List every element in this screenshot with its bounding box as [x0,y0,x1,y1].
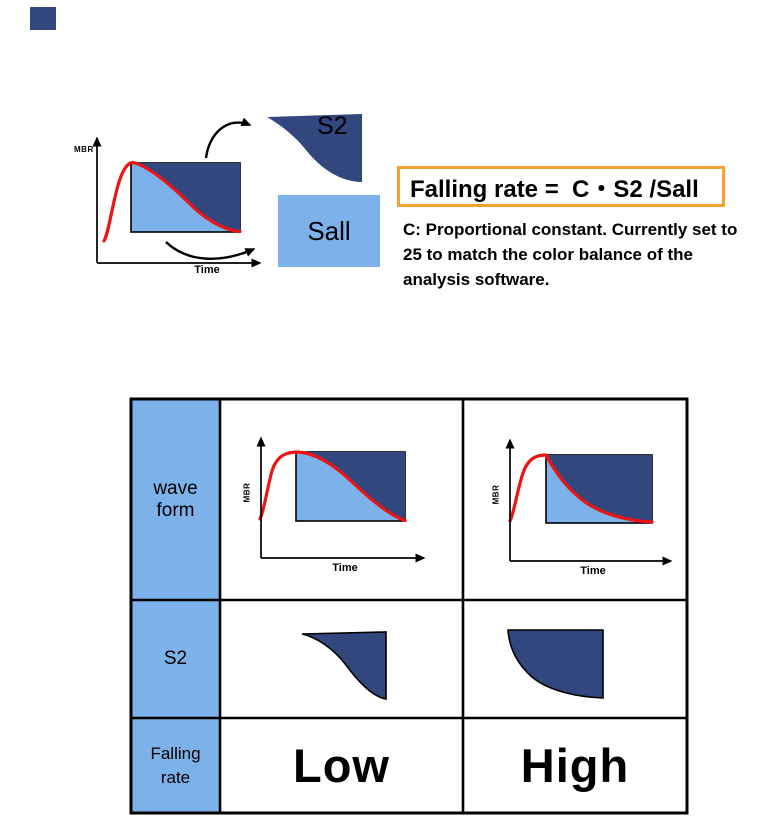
s2-low-shape [301,631,387,700]
table-border [129,397,689,815]
s2-area-region [133,163,240,232]
row-header-falling-line1: Falling [150,743,201,763]
sall-shape-label: Sall [307,215,351,246]
falling-rate-formula-text: Falling rate = C・S2 /Sall [410,176,699,203]
high-y-axis-label: MBR [491,484,501,505]
waveform-low-graph [256,436,426,563]
falling-rate-low-value: Low [293,739,390,792]
low-x-axis-label: Time [332,562,358,574]
top-x-axis-label: Time [194,264,220,276]
high-x-axis-label: Time [580,565,606,577]
high-curve [508,453,654,524]
falling-rate-formula-box: Falling rate = C・S2 /Sall [397,166,725,207]
constant-note-line1: C: Proportional constant. Currently set … [403,220,738,239]
falling-rate-high-value: High [520,739,630,792]
row-header-s2: S2 [163,648,188,669]
low-y-axis-label: MBR [242,482,252,503]
low-curve [258,450,407,523]
s2-high-shape [507,629,604,699]
arrow-to-sall [165,241,256,260]
constant-note: C: Proportional constant. Currently set … [403,217,737,292]
milk-flow-curve [102,160,242,243]
high-s2-region [546,455,652,522]
table-header-column-bg [131,399,220,813]
arrow-to-s2 [204,117,252,159]
s2-shape-label: S2 [317,112,348,140]
top-y-axis-label: MBR [74,145,94,154]
waveform-high-graph [505,438,673,566]
s2-shape [267,114,362,182]
row-header-falling-rate: Falling rate [133,720,218,811]
constant-note-line2: 25 to match the color balance of the [403,245,694,264]
row-header-falling-line2: rate [160,767,191,787]
corner-accent-rect [30,7,56,30]
top-graph [92,136,262,268]
constant-note-line3: analysis software. [403,270,550,289]
sall-shape [278,195,380,267]
row-header-waveform: wave form [153,477,198,521]
